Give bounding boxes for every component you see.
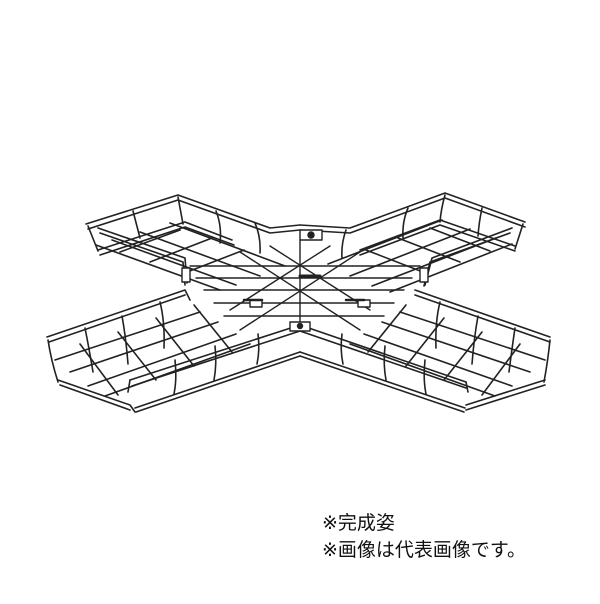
note-completed-form: ※完成姿 [322,512,395,534]
tray-arm-front-left [46,289,301,413]
connector-clips [181,229,429,332]
note-representative-image: ※画像は代表画像です。 [322,539,527,561]
tray-arm-back-left [85,194,301,291]
tray-arm-back-right [299,192,526,293]
tray-arm-front-right [299,289,551,413]
tray-center-grid [189,239,421,331]
image-notes: ※完成姿 ※画像は代表画像です。 [322,510,592,564]
